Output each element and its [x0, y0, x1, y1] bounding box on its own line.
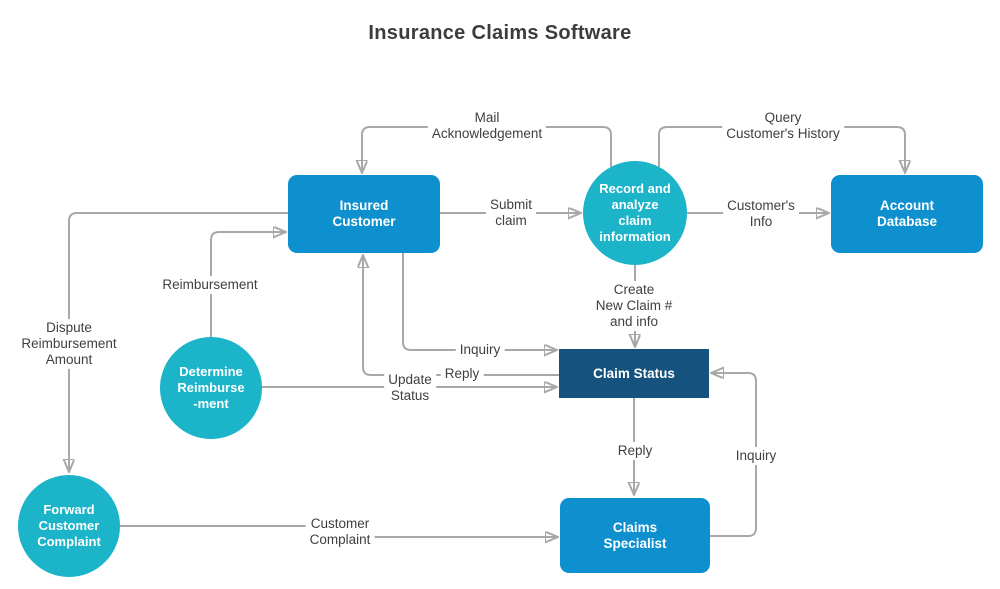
edge-inquiry-mid [402, 253, 556, 350]
label-mail-acknowledgement: Mail Acknowledgement [427, 109, 547, 143]
edge-reimbursement [210, 232, 285, 337]
label-submit-claim: Submit claim [485, 196, 537, 230]
edge-reply-mid [363, 256, 559, 376]
edge-dispute-reimbursement [69, 212, 288, 471]
label-query-customers-history: Query Customer's History [722, 109, 844, 143]
node-insured-customer: Insured Customer [288, 175, 440, 253]
label-reply-mid: Reply [440, 365, 484, 383]
label-create-new-claim: Create New Claim # and info [591, 281, 677, 331]
node-forward-customer-complaint: Forward Customer Complaint [18, 475, 120, 577]
node-record-analyze-claim: Record and analyze claim information [583, 161, 687, 265]
label-customer-complaint: Customer Complaint [305, 515, 375, 549]
label-customers-info: Customer's Info [723, 197, 799, 231]
label-reply-bottom: Reply [613, 442, 657, 460]
node-claims-specialist: Claims Specialist [560, 498, 710, 573]
diagram-title: Insurance Claims Software [368, 22, 632, 44]
label-update-status: Update Status [384, 371, 436, 405]
label-inquiry-bottom: Inquiry [731, 447, 781, 465]
label-inquiry-mid: Inquiry [455, 341, 505, 359]
node-claim-status: Claim Status [559, 349, 709, 398]
label-dispute-reimbursement-amount: Dispute Reimbursement Amount [17, 319, 121, 369]
node-determine-reimbursement: Determine Reimburse -ment [160, 337, 262, 439]
node-account-database: Account Database [831, 175, 983, 253]
label-reimbursement: Reimbursement [158, 276, 262, 294]
